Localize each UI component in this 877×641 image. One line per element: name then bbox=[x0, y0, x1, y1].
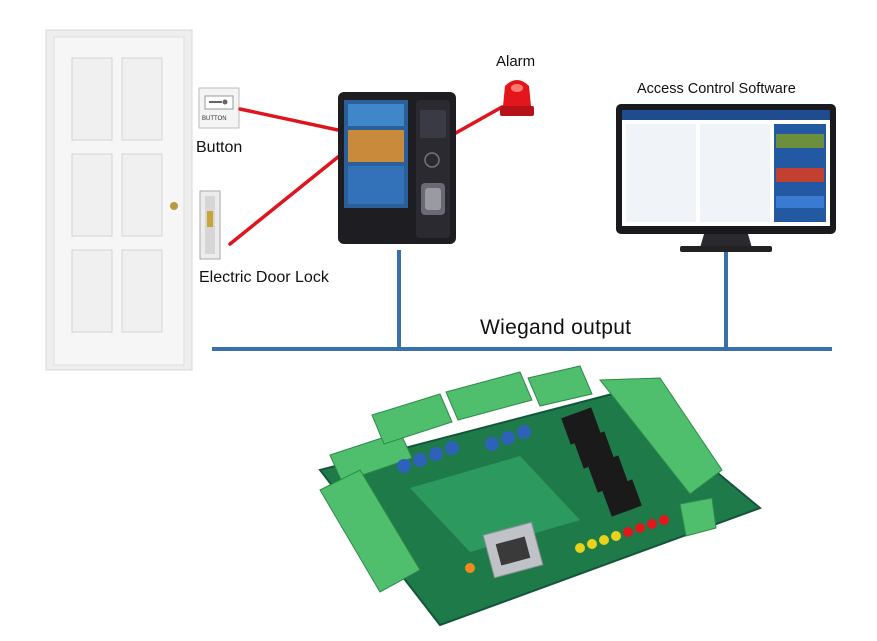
wiegand-bus-lines bbox=[212, 250, 832, 351]
exit-button-icon bbox=[198, 87, 240, 129]
wiegand-output-label: Wiegand output bbox=[480, 316, 632, 339]
electric-door-lock-label: Electric Door Lock bbox=[199, 269, 329, 286]
button-plate-text: BUTTON bbox=[202, 116, 227, 122]
fingerprint-terminal-icon bbox=[338, 92, 456, 244]
monitor-icon bbox=[616, 104, 836, 252]
signal-lines bbox=[228, 105, 504, 246]
controller-board-icon bbox=[318, 365, 762, 627]
access-control-software-label: Access Control Software bbox=[637, 81, 796, 97]
door-icon bbox=[45, 29, 193, 371]
alarm-label: Alarm bbox=[496, 53, 536, 70]
alarm-beacon-icon bbox=[500, 80, 534, 116]
magnetic-lock-icon bbox=[199, 190, 221, 260]
button-label: Button bbox=[196, 139, 243, 156]
